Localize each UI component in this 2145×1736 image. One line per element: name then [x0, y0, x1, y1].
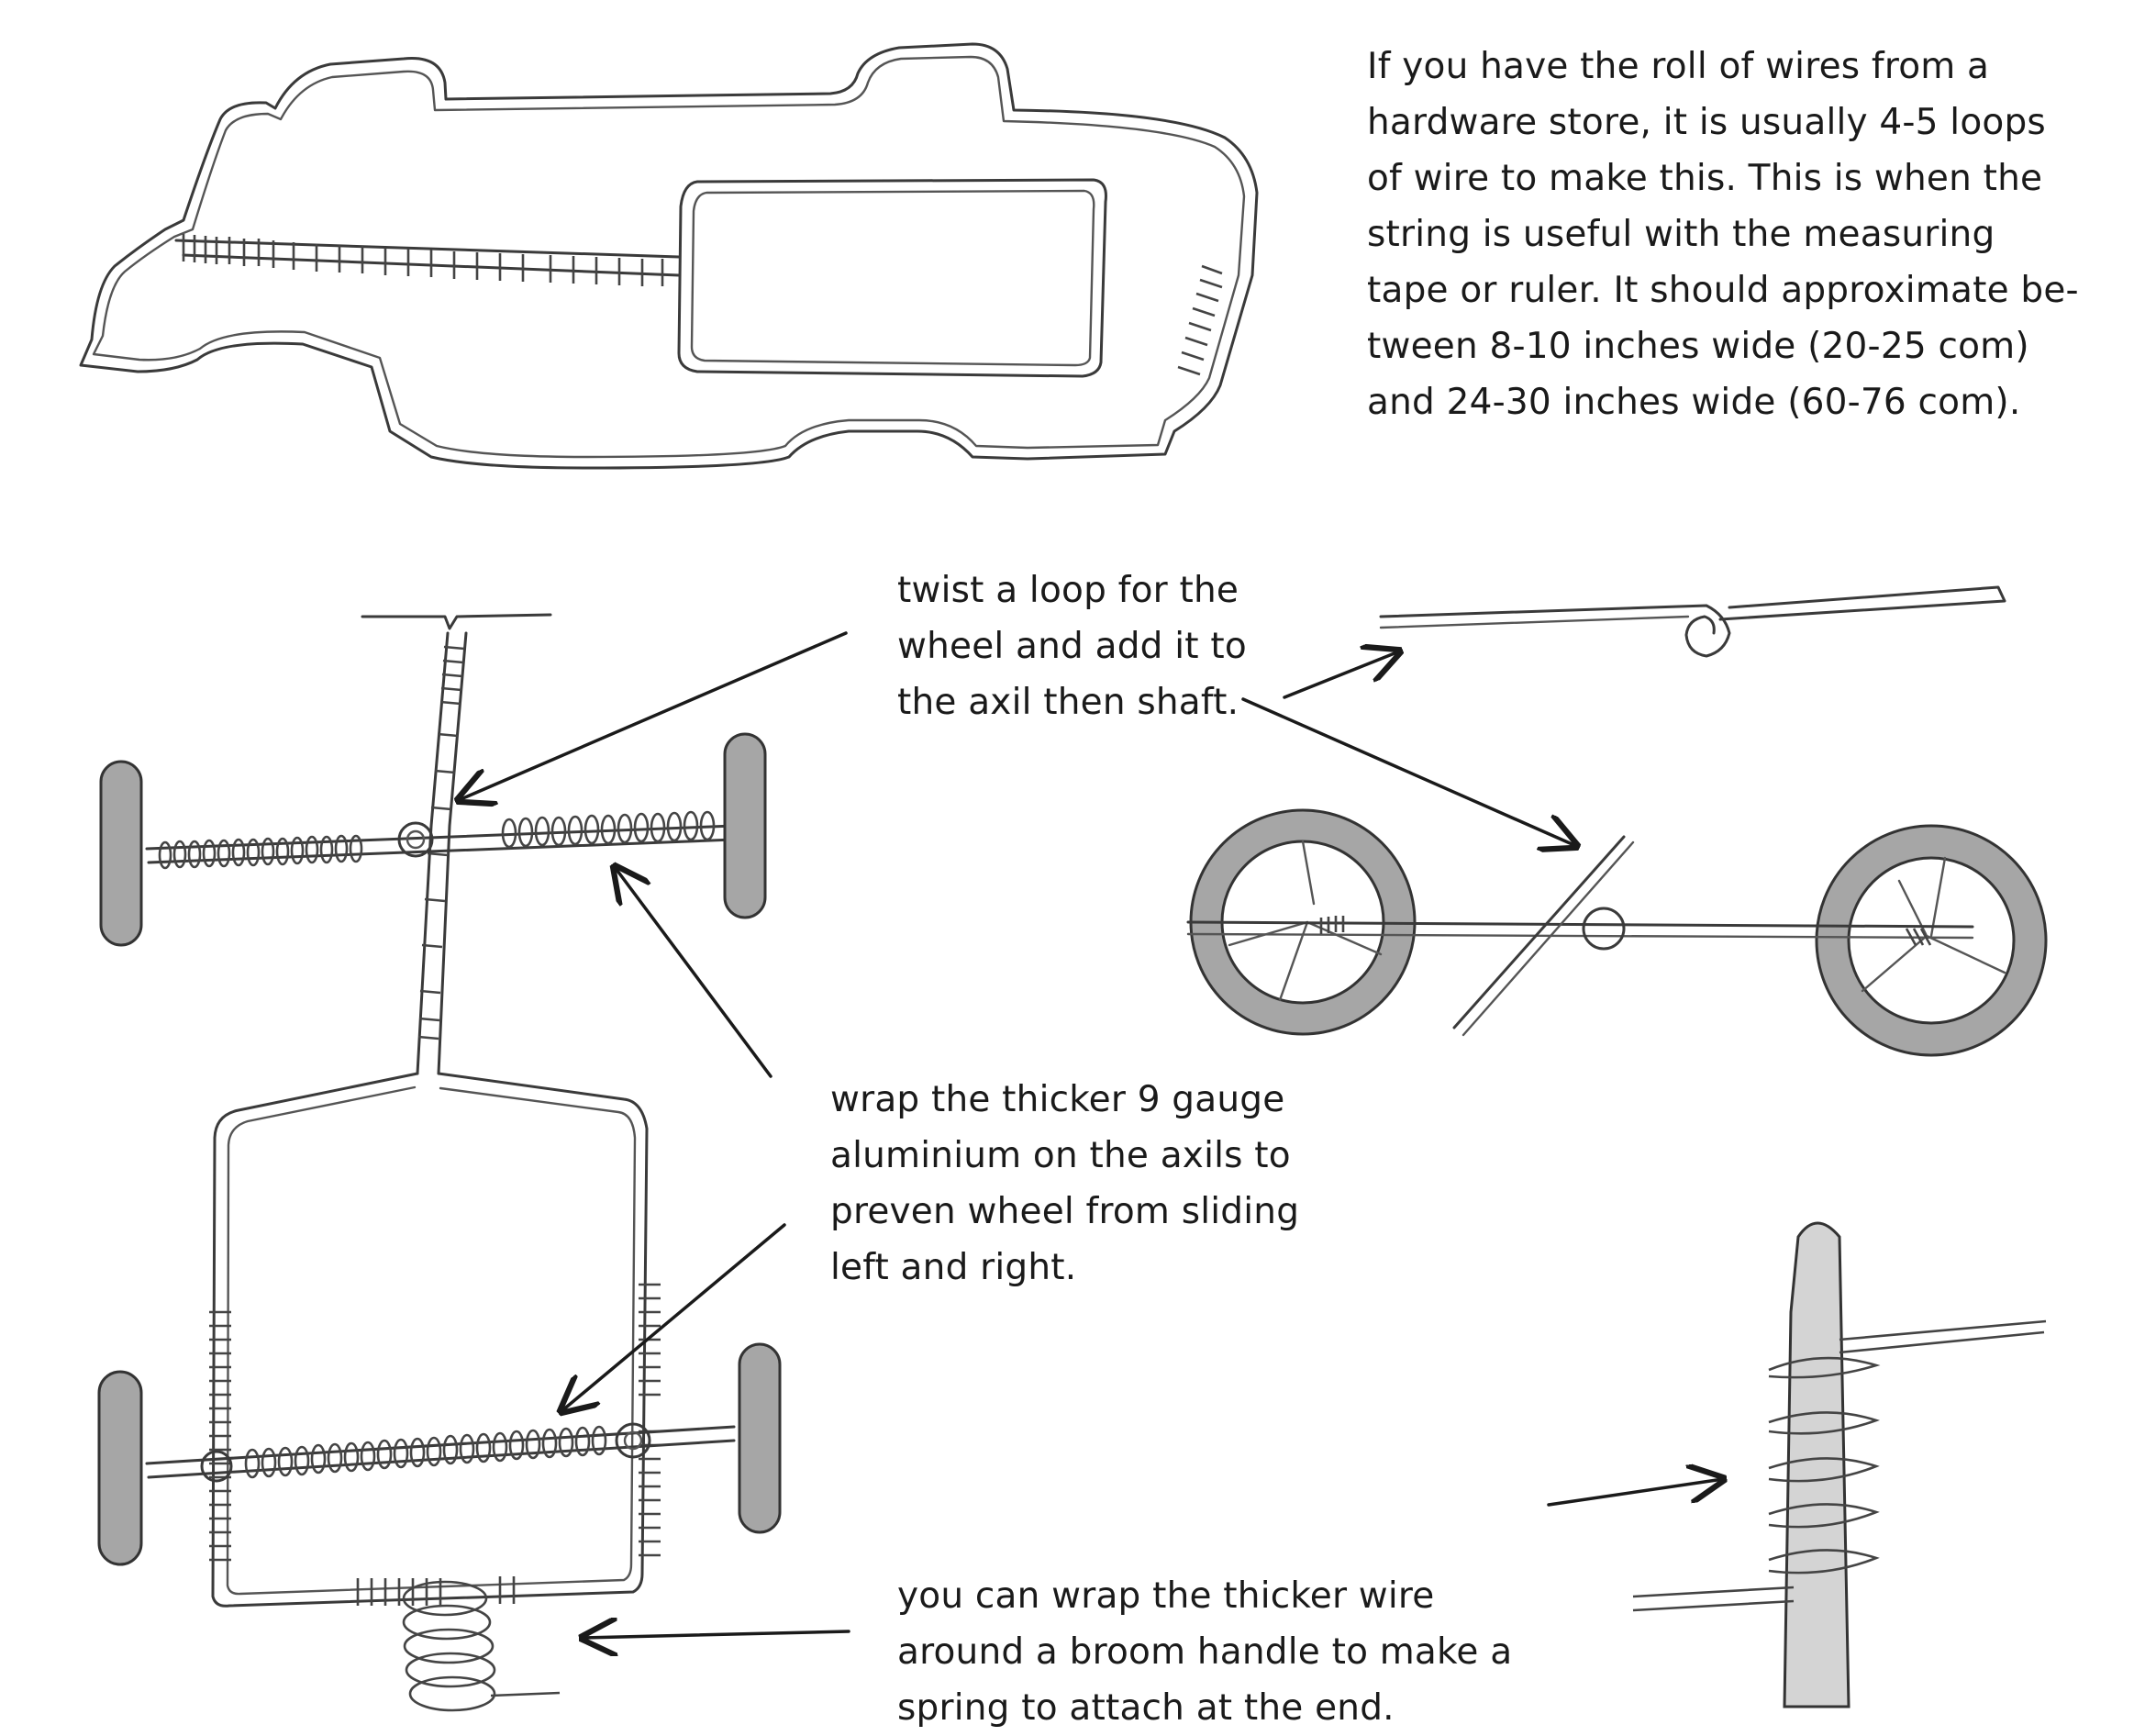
frame-joint-wrap — [1177, 264, 1223, 376]
rear-left-wheel — [97, 1370, 143, 1566]
arrow-to-rear-coils — [561, 1223, 786, 1411]
arrow-to-broom-coils — [1547, 1479, 1723, 1507]
arrow-to-spring — [583, 1631, 850, 1638]
body-right-wraps — [639, 1283, 661, 1557]
axle-wheels-detail — [1186, 808, 2048, 1057]
body-left-wraps — [209, 1310, 231, 1562]
broom-handle-detail — [1632, 1221, 2047, 1708]
arrow-to-axle-detail — [1241, 697, 1576, 846]
detail-right-wheel — [1815, 824, 2048, 1057]
car-frame-sketch — [79, 42, 1259, 470]
front-axle-coils-left — [158, 834, 363, 870]
arrow-to-shaft — [459, 631, 848, 800]
detail-axle-coil — [1319, 916, 1932, 946]
rear-right-wheel — [738, 1342, 782, 1534]
broom-handle-coils — [1632, 1319, 2047, 1612]
intro-instructions: If you have the roll of wires from a har… — [1367, 46, 2079, 423]
loop-instructions: twist a loop for the wheel and add it to… — [897, 570, 1247, 723]
front-axle-coils-right — [501, 810, 716, 849]
shaft-wrap — [417, 645, 465, 1040]
wrap-instructions: wrap the thicker 9 gauge aluminium on th… — [830, 1079, 1300, 1288]
spring-instructions: you can wrap the thicker wire around a b… — [897, 1575, 1513, 1729]
front-left-wheel — [99, 760, 143, 947]
tail-spring — [402, 1580, 561, 1712]
rear-axle-coils — [244, 1425, 607, 1479]
arrow-to-loop-wire — [1283, 651, 1399, 699]
front-right-wheel — [723, 732, 767, 919]
annotation-arrows — [459, 631, 1723, 1638]
seam-wrap-coils — [182, 234, 664, 286]
bottom-edge-wraps — [356, 1576, 516, 1606]
cart-frame-sketch — [97, 613, 782, 1712]
arrow-to-front-coils — [615, 867, 772, 1078]
wire-loop-detail — [1379, 585, 2006, 658]
